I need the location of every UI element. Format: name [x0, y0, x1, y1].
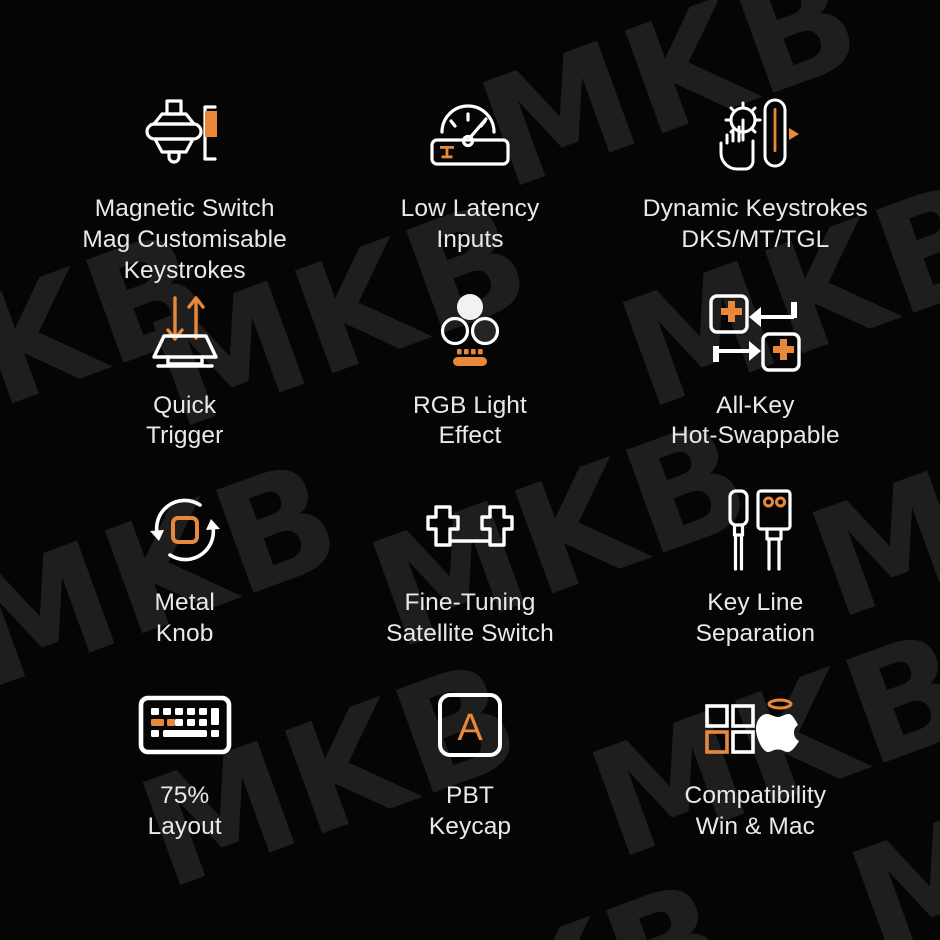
keycap-a-icon: A [437, 681, 503, 769]
up-down-arrows-keycap-icon [144, 287, 226, 379]
feature-key-line-separation: Key Line Separation [613, 484, 898, 681]
stabilizer-icon [424, 484, 516, 576]
keyboard-layout-icon [138, 681, 232, 769]
feature-label: Key Line Separation [695, 588, 816, 647]
rotary-knob-icon [142, 484, 228, 576]
usb-cables-icon [712, 484, 798, 576]
feature-rgb-light-effect: RGB Light Effect [327, 287, 612, 484]
feature-metal-knob: Metal Knob [42, 484, 327, 681]
magnetic-switch-icon [137, 88, 233, 180]
svg-text:A: A [457, 707, 483, 749]
feature-label: RGB Light Effect [413, 391, 527, 450]
feature-magnetic-switch: Magnetic Switch Mag Customisable Keystro… [42, 88, 327, 287]
feature-label: Quick Trigger [145, 391, 224, 450]
hand-gear-slider-icon [709, 88, 801, 180]
feature-label: Compatibility Win & Mac [684, 781, 827, 840]
swap-switches-icon [707, 287, 803, 379]
feature-75-layout: 75% Layout [42, 681, 327, 878]
windows-apple-icon [703, 681, 807, 769]
feature-label: Dynamic Keystrokes DKS/MT/TGL [642, 195, 868, 253]
feature-label: All-Key Hot-Swappable [670, 391, 840, 450]
feature-label: 75% Layout [147, 781, 222, 840]
feature-label: PBT Keycap [428, 781, 512, 840]
feature-all-key-hot-swappable: All-Key Hot-Swappable [613, 287, 898, 484]
feature-label: Magnetic Switch Mag Customisable Keystro… [82, 195, 287, 284]
rgb-circles-keyboard-icon [432, 287, 508, 379]
feature-low-latency: Low Latency Inputs [327, 88, 612, 287]
feature-label: Fine-Tuning Satellite Switch [386, 588, 554, 647]
feature-fine-tuning-satellite-switch: Fine-Tuning Satellite Switch [327, 484, 612, 681]
feature-pbt-keycap: A PBT Keycap [327, 681, 612, 878]
speedometer-input-icon [424, 88, 516, 180]
feature-label: Low Latency Inputs [400, 195, 540, 253]
feature-quick-trigger: Quick Trigger [42, 287, 327, 484]
feature-dynamic-keystrokes: Dynamic Keystrokes DKS/MT/TGL [613, 88, 898, 287]
feature-compatibility: Compatibility Win & Mac [613, 681, 898, 878]
feature-label: Metal Knob [154, 588, 215, 647]
